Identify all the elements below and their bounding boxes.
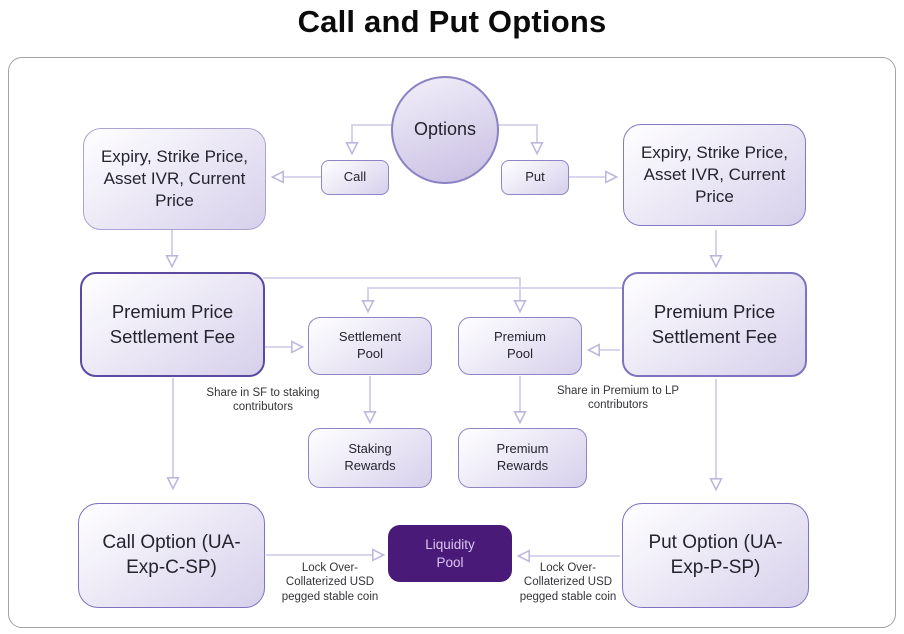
caption-lock-stablecoin-right: Lock Over-Collaterized USD pegged stable…	[519, 562, 617, 603]
node-ppsf-left-label: Premium Price Settlement Fee	[109, 301, 236, 347]
node-staking-rewards: Staking Rewards	[308, 428, 432, 488]
node-liquidity-pool: Liquidity Pool	[388, 525, 512, 582]
node-call-option: Call Option (UA-Exp-C-SP)	[78, 503, 265, 608]
node-call: Call	[321, 160, 389, 195]
caption-share-premium: Share in Premium to LP contributors	[556, 385, 680, 412]
node-premium-price-settlement-fee-right: Premium Price Settlement Fee	[622, 272, 807, 377]
node-expiry-right-label: Expiry, Strike Price, Asset IVR, Current…	[640, 142, 789, 207]
node-liquidity-pool-label: Liquidity Pool	[425, 536, 475, 570]
page-title: Call and Put Options	[297, 4, 607, 39]
node-expiry-left: Expiry, Strike Price, Asset IVR, Current…	[83, 128, 266, 230]
node-call-label: Call	[343, 169, 367, 185]
node-premium-rewards: Premium Rewards	[458, 428, 587, 488]
node-settlement-pool: Settlement Pool	[308, 317, 432, 375]
node-put-option-label: Put Option (UA-Exp-P-SP)	[648, 531, 783, 578]
node-put-option: Put Option (UA-Exp-P-SP)	[622, 503, 809, 608]
node-premium-rewards-label: Premium Rewards	[496, 441, 549, 473]
node-expiry-right: Expiry, Strike Price, Asset IVR, Current…	[623, 124, 806, 226]
node-put-label: Put	[525, 169, 545, 185]
node-options-label: Options	[413, 119, 477, 140]
caption-lock-stablecoin-left: Lock Over-Collaterized USD pegged stable…	[281, 562, 379, 603]
node-premium-pool-label: Premium Pool	[493, 329, 546, 361]
node-call-option-label: Call Option (UA-Exp-C-SP)	[102, 531, 241, 578]
node-options: Options	[391, 76, 499, 184]
node-premium-pool: Premium Pool	[458, 317, 582, 375]
node-premium-price-settlement-fee-left: Premium Price Settlement Fee	[80, 272, 265, 377]
caption-share-sf: Share in SF to staking contributors	[206, 387, 320, 414]
node-put: Put	[501, 160, 569, 195]
node-staking-rewards-label: Staking Rewards	[344, 441, 396, 473]
node-settlement-pool-label: Settlement Pool	[338, 329, 402, 361]
node-ppsf-right-label: Premium Price Settlement Fee	[651, 301, 778, 347]
node-expiry-left-label: Expiry, Strike Price, Asset IVR, Current…	[100, 146, 249, 211]
